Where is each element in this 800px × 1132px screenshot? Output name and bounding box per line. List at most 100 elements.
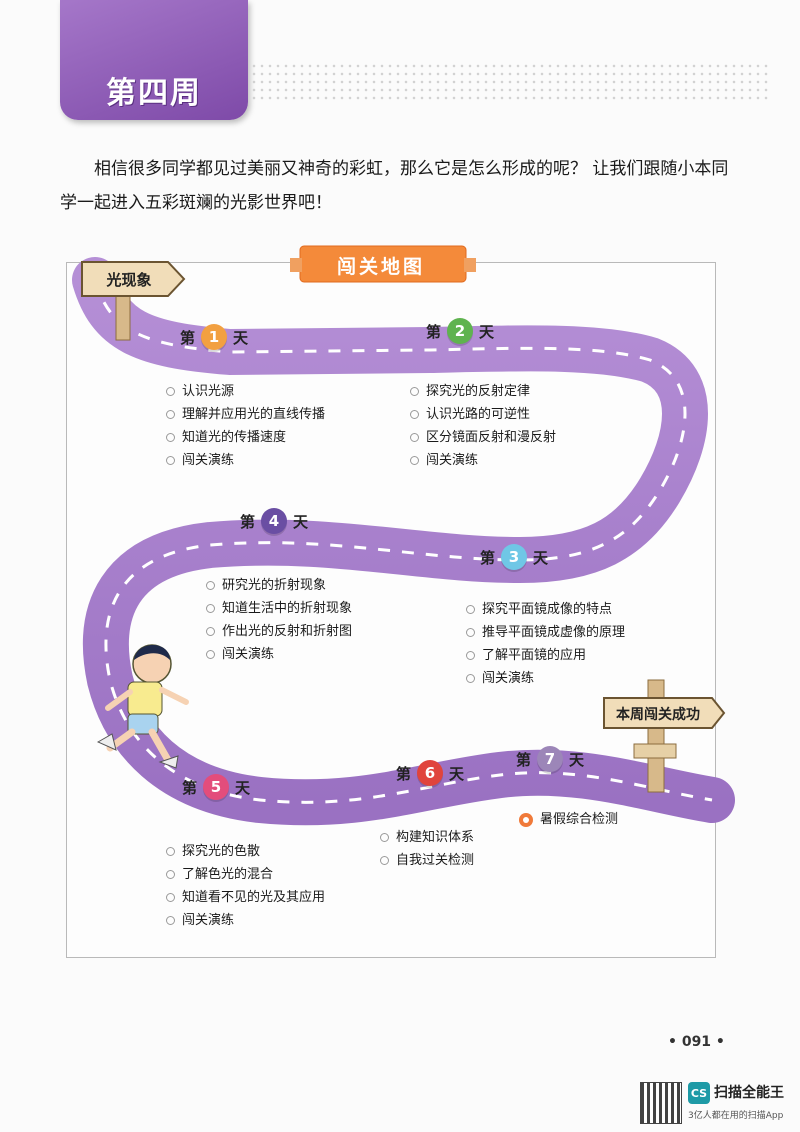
list-item: 探究光的反射定律 <box>410 380 556 403</box>
scanner-logo: CS <box>688 1082 710 1104</box>
finish-sign-label: 本周闯关成功 <box>616 707 700 723</box>
topic-text: 闯关演练 <box>482 671 535 686</box>
day-prefix: 第 <box>240 512 256 531</box>
list-item: 闯关演练 <box>166 909 325 932</box>
topic-text: 闯关演练 <box>182 453 235 468</box>
list-item: 闯关演练 <box>466 667 625 690</box>
day-7-badge: 7 <box>537 746 564 772</box>
list-item: 暑假综合检测 <box>540 808 618 831</box>
list-item: 了解色光的混合 <box>166 863 325 886</box>
day-prefix: 第 <box>426 322 442 341</box>
day-suffix: 天 <box>235 778 251 797</box>
list-item: 作出光的反射和折射图 <box>206 620 352 643</box>
topic-text: 了解色光的混合 <box>182 867 274 882</box>
day-3-marker: 第 3 天 <box>480 544 548 570</box>
list-item: 闯关演练 <box>206 643 352 666</box>
bullet-icon <box>380 856 389 865</box>
day-prefix: 第 <box>180 328 196 347</box>
bullet-icon <box>466 674 475 683</box>
scanner-subtitle: 3亿人都在用的扫描App <box>688 1111 784 1121</box>
qr-code-icon <box>640 1082 682 1124</box>
start-signpost <box>81 261 186 341</box>
day-7-marker: 第 7 天 <box>516 746 584 772</box>
day-7-topics: 暑假综合检测 <box>540 808 618 831</box>
day-prefix: 第 <box>182 778 198 797</box>
day-2-topics: 探究光的反射定律 认识光路的可逆性 区分镜面反射和漫反射 闯关演练 <box>410 380 556 472</box>
list-item: 知道生活中的折射现象 <box>206 597 352 620</box>
list-item: 推导平面镜成虚像的原理 <box>466 621 625 644</box>
list-item: 知道光的传播速度 <box>166 426 325 449</box>
bullet-icon <box>166 916 175 925</box>
scanner-title: 扫描全能王 <box>714 1085 784 1101</box>
day-1-badge: 1 <box>201 324 228 350</box>
list-item: 自我过关检测 <box>380 849 474 872</box>
bullet-icon <box>166 433 175 442</box>
day-prefix: 第 <box>516 750 532 769</box>
topic-text: 作出光的反射和折射图 <box>222 624 353 639</box>
bullet-icon <box>166 410 175 419</box>
day-5-topics: 探究光的色散 了解色光的混合 知道看不见的光及其应用 闯关演练 <box>166 840 325 932</box>
day-1-topics: 认识光源 理解并应用光的直线传播 知道光的传播速度 闯关演练 <box>166 380 325 472</box>
list-item: 认识光路的可逆性 <box>410 403 556 426</box>
dotted-decoration <box>250 62 770 102</box>
day-suffix: 天 <box>533 548 549 567</box>
topic-text: 构建知识体系 <box>396 830 475 845</box>
list-item: 区分镜面反射和漫反射 <box>410 426 556 449</box>
day-5-badge: 5 <box>203 774 230 800</box>
map-title: 闯关地图 <box>336 256 425 278</box>
topic-text: 闯关演练 <box>182 913 235 928</box>
intro-paragraph: 相信很多同学都见过美丽又神奇的彩虹，那么它是怎么形成的呢？ 让我们跟随小本同学一… <box>60 159 729 213</box>
start-sign-label: 光现象 <box>106 271 152 289</box>
day-1-marker: 第 1 天 <box>180 324 248 350</box>
topic-text: 探究光的色散 <box>182 844 261 859</box>
day-3-badge: 3 <box>501 544 528 570</box>
day-5-marker: 第 5 天 <box>182 774 250 800</box>
topic-text: 知道看不见的光及其应用 <box>182 890 326 905</box>
list-item: 探究光的色散 <box>166 840 325 863</box>
topic-text: 自我过关检测 <box>396 853 475 868</box>
day-suffix: 天 <box>233 328 249 347</box>
day-3-topics: 探究平面镜成像的特点 推导平面镜成虚像的原理 了解平面镜的应用 闯关演练 <box>466 598 625 690</box>
bullet-icon <box>166 387 175 396</box>
topic-text: 探究平面镜成像的特点 <box>482 602 613 617</box>
road-body <box>72 257 735 826</box>
list-item: 研究光的折射现象 <box>206 574 352 597</box>
list-item: 闯关演练 <box>410 449 556 472</box>
day-6-marker: 第 6 天 <box>396 760 464 786</box>
day-4-marker: 第 4 天 <box>240 508 308 534</box>
day-4-badge: 4 <box>261 508 288 534</box>
list-item: 理解并应用光的直线传播 <box>166 403 325 426</box>
bullet-icon <box>410 433 419 442</box>
bullet-icon <box>206 627 215 636</box>
list-item: 探究平面镜成像的特点 <box>466 598 625 621</box>
day-prefix: 第 <box>480 548 496 567</box>
page-number: • 091 • <box>668 1034 725 1050</box>
topic-text: 知道生活中的折射现象 <box>222 601 353 616</box>
topic-text: 研究光的折射现象 <box>222 578 327 593</box>
bullet-icon <box>166 893 175 902</box>
bullet-icon <box>466 651 475 660</box>
bullet-icon <box>166 870 175 879</box>
topic-text: 理解并应用光的直线传播 <box>182 407 326 422</box>
day-suffix: 天 <box>569 750 585 769</box>
list-item: 构建知识体系 <box>380 826 474 849</box>
bullet-icon <box>206 604 215 613</box>
map-banner <box>290 245 476 283</box>
week-tab <box>60 0 248 120</box>
day-2-marker: 第 2 天 <box>426 318 494 344</box>
bullet-icon <box>166 847 175 856</box>
day-2-badge: 2 <box>447 318 474 344</box>
finish-signpost <box>603 679 726 793</box>
topic-text: 闯关演练 <box>222 647 275 662</box>
topic-text: 暑假综合检测 <box>540 812 619 827</box>
topic-text: 推导平面镜成虚像的原理 <box>482 625 626 640</box>
medal-icon <box>519 813 533 827</box>
day-6-topics: 构建知识体系 自我过关检测 <box>380 826 474 872</box>
bullet-icon <box>410 410 419 419</box>
bullet-icon <box>410 456 419 465</box>
day-suffix: 天 <box>479 322 495 341</box>
topic-text: 知道光的传播速度 <box>182 430 287 445</box>
topic-text: 探究光的反射定律 <box>426 384 531 399</box>
week-title: 第四周 <box>106 76 202 111</box>
